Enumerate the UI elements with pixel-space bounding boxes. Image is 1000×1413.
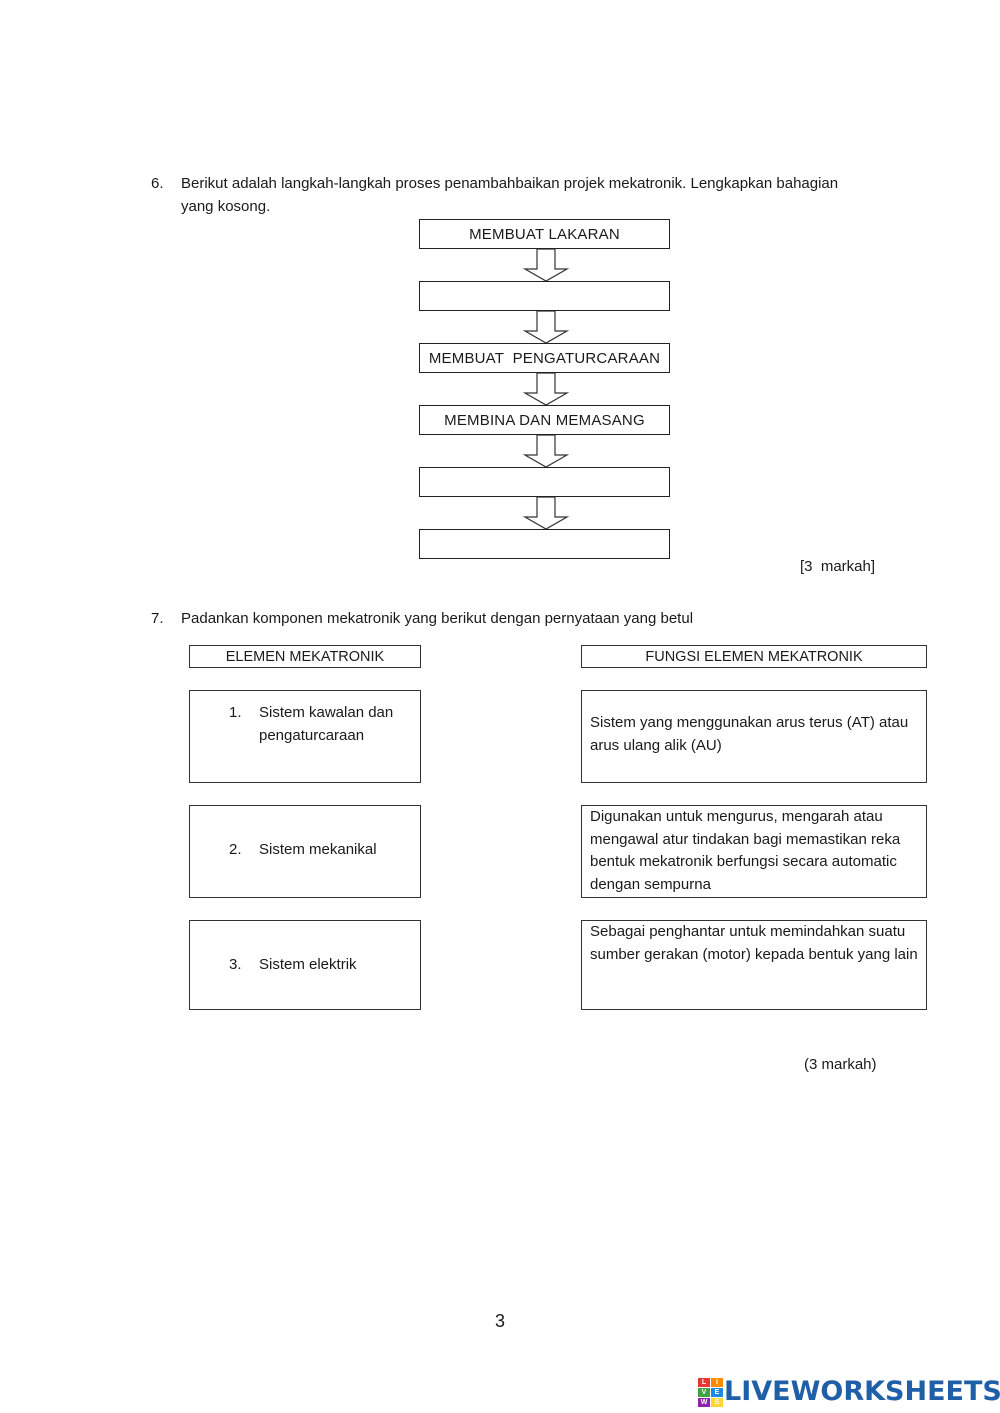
question-6-marks: [3 markah] [800, 558, 876, 575]
flow-step-1: MEMBUAT LAKARAN [419, 219, 670, 249]
element-card-1[interactable]: 1. Sistem kawalan dan pengaturcaraan [189, 690, 421, 783]
flow-step-6-blank-input[interactable] [419, 529, 670, 559]
question-7-marks: (3 markah) [804, 1056, 877, 1073]
question-7-number: 7. [151, 610, 164, 627]
down-arrow-icon [522, 497, 570, 530]
element-label: Sistem mekanikal [259, 841, 377, 858]
element-number: 3. [229, 956, 242, 973]
element-card-2[interactable]: 2. Sistem mekanikal [189, 805, 421, 898]
function-card-2[interactable]: Digunakan untuk mengurus, mengarah atau … [581, 805, 927, 898]
question-6-text-line-2: yang kosong. [181, 198, 271, 215]
flow-step-3: MEMBUAT PENGATURCARAAN [419, 343, 670, 373]
element-card-3[interactable]: 3. Sistem elektrik [189, 920, 421, 1010]
down-arrow-icon [522, 435, 570, 468]
down-arrow-icon [522, 311, 570, 344]
brand-name: LIVEWORKSHEETS [724, 1376, 1000, 1407]
question-7-text: Padankan komponen mekatronik yang beriku… [181, 610, 694, 627]
down-arrow-icon [522, 373, 570, 406]
element-number: 2. [229, 841, 242, 858]
element-number: 1. [229, 704, 242, 721]
elements-header: ELEMEN MEKATRONIK [189, 645, 421, 668]
element-label: Sistem kawalan dan pengaturcaraan [259, 704, 394, 744]
liveworksheets-brand: L I V E W S LIVEWORKSHEETS [698, 1376, 1000, 1407]
flow-step-2-blank-input[interactable] [419, 281, 670, 311]
question-6-text-line-1: Berikut adalah langkah-langkah proses pe… [181, 175, 839, 192]
page-number: 3 [494, 1311, 505, 1331]
flow-step-4: MEMBINA DAN MEMASANG [419, 405, 670, 435]
question-6-number: 6. [151, 175, 164, 192]
function-card-1[interactable]: Sistem yang menggunakan arus terus (AT) … [581, 690, 927, 783]
down-arrow-icon [522, 249, 570, 282]
flow-step-5-blank-input[interactable] [419, 467, 670, 497]
function-card-3[interactable]: Sebagai penghantar untuk memindahkan sua… [581, 920, 927, 1010]
functions-header: FUNGSI ELEMEN MEKATRONIK [581, 645, 927, 668]
element-label: Sistem elektrik [259, 956, 357, 973]
liveworksheets-logo-icon: L I V E W S [698, 1377, 723, 1407]
